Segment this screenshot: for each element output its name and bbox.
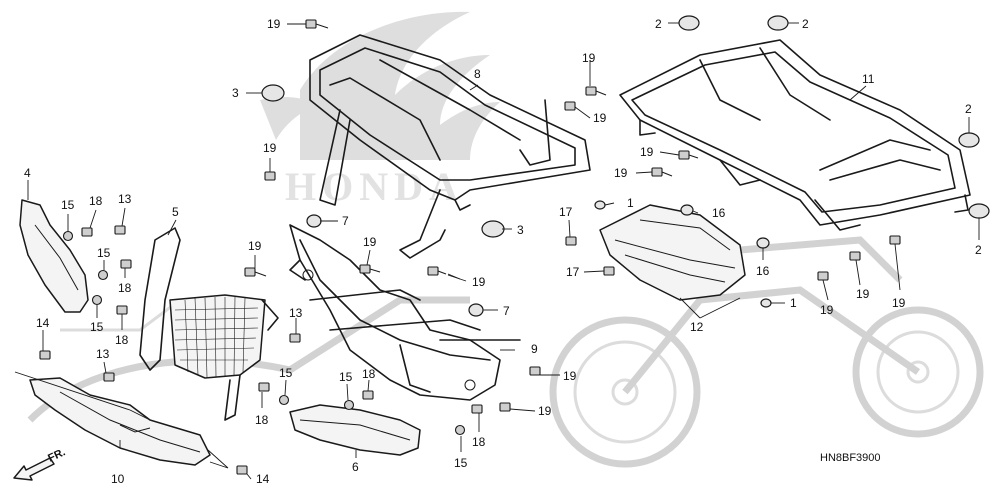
- callout-2: 2: [802, 17, 809, 31]
- callout-19: 19: [640, 145, 654, 159]
- callout-18: 18: [115, 333, 129, 347]
- callout-19: 19: [892, 296, 906, 310]
- front-direction-label: FR.: [46, 446, 67, 464]
- callout-15: 15: [279, 366, 293, 380]
- callout-18: 18: [89, 194, 103, 208]
- front-direction-arrow: FR.: [13, 446, 67, 481]
- callout-19: 19: [582, 51, 596, 65]
- callout-14: 14: [256, 472, 270, 486]
- callout-19: 19: [248, 239, 262, 253]
- callout-8: 8: [474, 67, 481, 81]
- callout-numbers: 19 8 3 19 4 15 18 13 5 15 18 15 18 14 13…: [24, 17, 982, 486]
- side-cover-4: [19, 199, 89, 313]
- callout-19: 19: [263, 141, 277, 155]
- callout-19: 19: [614, 166, 628, 180]
- grille-mesh: [174, 296, 259, 378]
- callout-18: 18: [255, 413, 269, 427]
- bracket-frame-9: [289, 224, 521, 401]
- callout-15: 15: [454, 456, 468, 470]
- leader-lines: [14, 22, 980, 480]
- callout-16: 16: [712, 206, 726, 220]
- grille-bracket-5: [139, 227, 279, 421]
- callout-3: 3: [232, 86, 239, 100]
- callout-1: 1: [790, 296, 797, 310]
- callout-13: 13: [289, 306, 303, 320]
- callout-19: 19: [472, 275, 486, 289]
- callout-19: 19: [593, 111, 607, 125]
- callout-15: 15: [90, 320, 104, 334]
- callout-5: 5: [172, 205, 179, 219]
- callout-12: 12: [690, 320, 704, 334]
- callout-19: 19: [538, 404, 552, 418]
- callout-2: 2: [975, 243, 982, 257]
- callout-19: 19: [363, 235, 377, 249]
- front-carrier-11: [619, 39, 971, 231]
- callout-2: 2: [965, 102, 972, 116]
- drawing-code: HN8BF3900: [820, 452, 881, 464]
- callout-11: 11: [862, 72, 875, 86]
- callout-15: 15: [97, 246, 111, 260]
- honda-watermark-text: HONDA: [285, 164, 464, 209]
- callout-18: 18: [118, 281, 132, 295]
- callout-9: 9: [531, 342, 538, 356]
- callout-7: 7: [342, 214, 349, 228]
- callout-16: 16: [756, 264, 770, 278]
- callout-1: 1: [627, 196, 634, 210]
- callout-15: 15: [61, 198, 75, 212]
- callout-18: 18: [472, 435, 486, 449]
- callout-13: 13: [118, 192, 132, 206]
- callout-7: 7: [503, 304, 510, 318]
- callout-17: 17: [566, 265, 580, 279]
- callout-19: 19: [267, 17, 281, 31]
- callout-6: 6: [352, 460, 359, 474]
- callout-2: 2: [655, 17, 662, 31]
- callout-19: 19: [856, 287, 870, 301]
- callout-15: 15: [339, 370, 353, 384]
- callout-10: 10: [111, 472, 125, 486]
- callout-13: 13: [96, 347, 110, 361]
- side-panel-6: [289, 404, 421, 456]
- skid-plate-12: [599, 204, 746, 301]
- fasteners: [39, 19, 901, 475]
- callout-19: 19: [563, 369, 577, 383]
- rear-carrier-8: [309, 34, 591, 259]
- callout-3: 3: [517, 223, 524, 237]
- lower-guard-10: [29, 377, 211, 466]
- callout-18: 18: [362, 367, 376, 381]
- callout-19: 19: [820, 303, 834, 317]
- callout-14: 14: [36, 316, 50, 330]
- callout-4: 4: [24, 166, 31, 180]
- callout-17: 17: [559, 205, 573, 219]
